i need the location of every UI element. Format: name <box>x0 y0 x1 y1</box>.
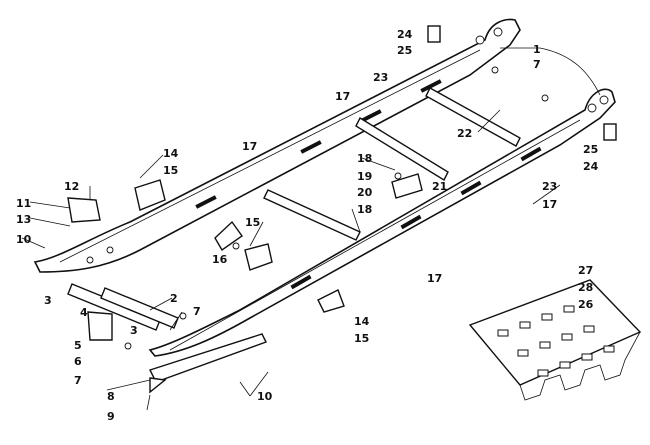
callout-3: 3 <box>44 294 52 307</box>
callout-14: 14 <box>354 315 370 328</box>
callout-9: 9 <box>107 410 115 423</box>
callout-23: 23 <box>373 71 388 84</box>
callout-28: 28 <box>578 281 593 294</box>
callout-7: 7 <box>74 374 82 387</box>
callout-11: 11 <box>16 197 31 210</box>
cross-shafts <box>67 87 521 331</box>
callout-3: 3 <box>130 324 138 337</box>
callout-26: 26 <box>578 298 594 311</box>
callout-17: 17 <box>427 272 442 285</box>
callout-10: 10 <box>257 390 273 403</box>
callout-16: 16 <box>212 253 228 266</box>
callout-24: 24 <box>397 28 413 41</box>
callout-25: 25 <box>583 143 598 156</box>
callout-15: 15 <box>354 332 369 345</box>
callout-6: 6 <box>74 355 82 368</box>
brackets-and-fasteners <box>67 25 617 394</box>
callout-8: 8 <box>107 390 115 403</box>
callout-21: 21 <box>432 180 447 193</box>
callout-10: 10 <box>16 233 32 246</box>
callout-20: 20 <box>357 186 373 199</box>
rear-slide-rail <box>33 18 521 273</box>
track-section <box>468 279 642 401</box>
callout-22: 22 <box>457 127 472 140</box>
leader-lines <box>21 47 601 411</box>
callout-numbers: 1 2 3 3 4 5 6 7 7 7 8 9 10 10 11 12 13 1… <box>16 28 599 423</box>
callout-15: 15 <box>245 216 260 229</box>
callout-17: 17 <box>335 90 350 103</box>
callout-14: 14 <box>163 147 179 160</box>
callout-7: 7 <box>533 58 541 71</box>
callout-19: 19 <box>357 170 372 183</box>
callout-1: 1 <box>533 43 541 56</box>
callout-18: 18 <box>357 152 372 165</box>
callout-17: 17 <box>242 140 257 153</box>
callout-23: 23 <box>542 180 557 193</box>
callout-17: 17 <box>542 198 557 211</box>
callout-2: 2 <box>170 292 178 305</box>
front-slide-rail <box>148 88 616 357</box>
callout-5: 5 <box>74 339 82 352</box>
callout-25: 25 <box>397 44 412 57</box>
callout-24: 24 <box>583 160 599 173</box>
callout-27: 27 <box>578 264 593 277</box>
callout-12: 12 <box>64 180 79 193</box>
callout-13: 13 <box>16 213 31 226</box>
callout-15: 15 <box>163 164 178 177</box>
callout-18: 18 <box>357 203 372 216</box>
callout-4: 4 <box>80 306 88 319</box>
callout-7: 7 <box>193 305 201 318</box>
